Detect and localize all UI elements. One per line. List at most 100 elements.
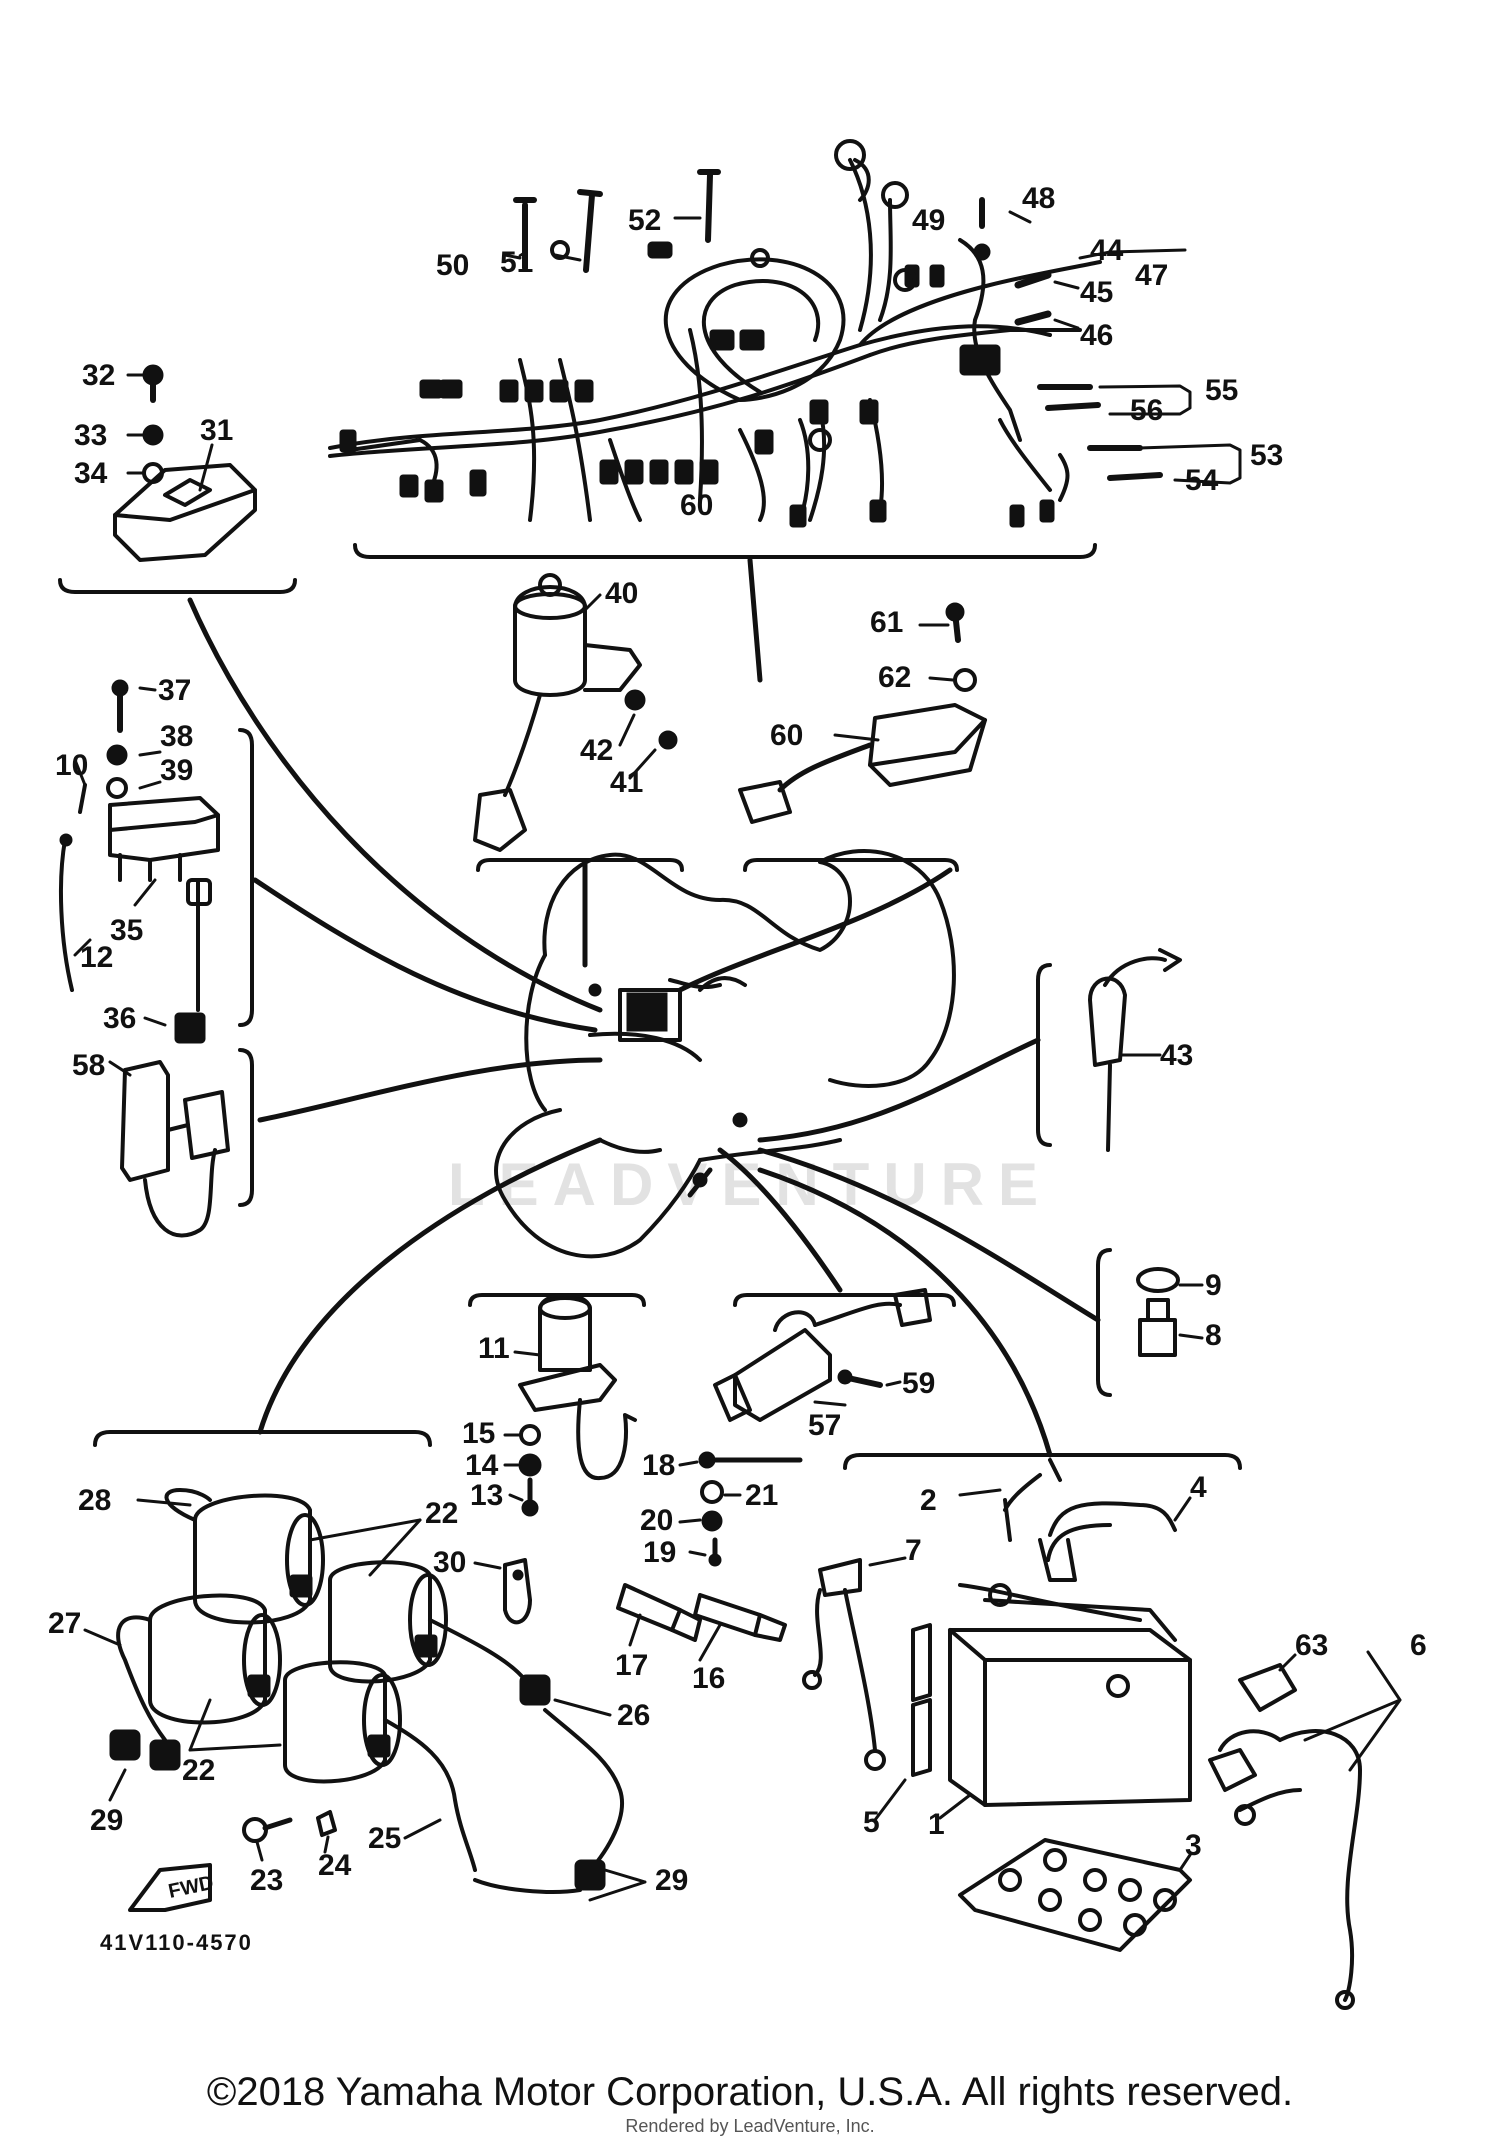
leader-wires <box>187 557 1101 1458</box>
callout-2: 2 <box>920 1484 937 1517</box>
callout-43: 43 <box>1160 1039 1193 1072</box>
callout-31: 31 <box>200 414 233 447</box>
callout-33: 33 <box>74 419 107 452</box>
wire-46 <box>1014 310 1052 326</box>
callout-47: 47 <box>1135 259 1168 292</box>
nut-49 <box>973 243 991 261</box>
part-58 <box>120 1060 230 1238</box>
part-43 <box>1088 948 1182 1152</box>
part-7 <box>802 1558 886 1771</box>
parts-31-34 <box>113 364 257 562</box>
callout-54: 54 <box>1185 464 1219 497</box>
callout-40: 40 <box>605 577 638 610</box>
coil-terminals <box>109 1574 606 1891</box>
callout-19: 19 <box>643 1536 676 1569</box>
callout-30: 30 <box>433 1546 466 1579</box>
callout-6: 6 <box>1410 1629 1427 1662</box>
callout-labels: 1 2 3 4 5 6 7 8 9 10 11 12 13 14 15 16 1… <box>48 182 1427 1897</box>
callout-44: 44 <box>1090 234 1124 267</box>
callout-37: 37 <box>158 674 191 707</box>
callout-5: 5 <box>863 1806 880 1839</box>
callout-15: 15 <box>462 1417 495 1450</box>
bolt-52 <box>697 169 721 243</box>
callout-53: 53 <box>1250 439 1283 472</box>
callout-51: 51 <box>500 246 533 279</box>
callout-60-a: 60 <box>770 719 803 752</box>
callout-20: 20 <box>640 1504 673 1537</box>
callout-26: 26 <box>617 1699 650 1732</box>
part-5 <box>911 1623 932 1777</box>
callout-28: 28 <box>78 1484 111 1517</box>
callout-50: 50 <box>436 249 469 282</box>
parts-40-42 <box>473 573 678 852</box>
bolt-50 <box>513 197 537 271</box>
rendered-by-notice: Rendered by LeadVenture, Inc. <box>625 2116 875 2136</box>
callout-36: 36 <box>103 1002 136 1035</box>
callout-13: 13 <box>470 1479 503 1512</box>
frame-outline <box>494 849 956 1259</box>
callout-38: 38 <box>160 720 193 753</box>
callout-1: 1 <box>928 1808 945 1841</box>
wires-53-54 <box>1087 445 1163 481</box>
callout-7: 7 <box>905 1534 922 1567</box>
callout-4: 4 <box>1190 1471 1207 1504</box>
callout-57: 57 <box>808 1409 841 1442</box>
callout-16: 16 <box>692 1662 725 1695</box>
callout-32: 32 <box>82 359 115 392</box>
copyright-notice: ©2018 Yamaha Motor Corporation, U.S.A. A… <box>206 2070 1294 2114</box>
callout-22-a: 22 <box>425 1497 458 1530</box>
callout-34: 34 <box>74 457 108 490</box>
callout-52: 52 <box>628 204 661 237</box>
callout-22-b: 22 <box>182 1754 215 1787</box>
parts-56-57 <box>713 1288 932 1422</box>
callout-11: 11 <box>478 1332 510 1365</box>
parts-8-9 <box>1136 1267 1180 1357</box>
callout-14: 14 <box>465 1449 499 1482</box>
callout-55: 55 <box>1205 374 1238 407</box>
callout-21: 21 <box>745 1479 778 1512</box>
callout-45: 45 <box>1080 276 1113 309</box>
callout-29-b: 29 <box>655 1864 688 1897</box>
callout-63: 63 <box>1295 1629 1328 1662</box>
parts-6-63 <box>1208 1663 1362 2010</box>
callout-62: 62 <box>878 661 911 694</box>
ignition-coils <box>116 1488 624 1894</box>
fwd-arrow-icon: FWD <box>128 1863 216 1912</box>
label-leaders <box>73 210 1402 1902</box>
parts-60-62 <box>738 602 987 824</box>
bolt-51 <box>577 189 603 273</box>
callout-17: 17 <box>615 1649 648 1682</box>
parts-16-17 <box>616 1583 787 1642</box>
harness-clamps <box>550 139 917 452</box>
watermark: LEADVENTURE <box>448 1151 1052 1218</box>
clip-51b <box>647 241 673 259</box>
callout-27: 27 <box>48 1607 81 1640</box>
callout-39: 39 <box>160 754 193 787</box>
callout-56: 56 <box>1130 394 1163 427</box>
callout-41: 41 <box>610 766 643 799</box>
parts-23-24 <box>242 1810 337 1843</box>
part-number: 41V110-4570 <box>100 1930 253 1955</box>
part-2 <box>1003 1458 1062 1542</box>
callout-58: 58 <box>72 1049 105 1082</box>
callout-42: 42 <box>580 734 613 767</box>
battery-tray-3 <box>958 1838 1192 1952</box>
harness-connectors <box>339 264 1055 528</box>
callout-25: 25 <box>368 1822 401 1855</box>
parts-35-39 <box>58 679 220 1044</box>
callout-46: 46 <box>1080 319 1113 352</box>
battery-lead-4 <box>1038 1501 1177 1582</box>
callout-24: 24 <box>318 1849 352 1882</box>
callout-3: 3 <box>1185 1829 1202 1862</box>
callout-10: 10 <box>55 749 88 782</box>
callout-59: 59 <box>902 1367 935 1400</box>
callout-48: 48 <box>1022 182 1055 215</box>
wire-45 <box>1014 271 1052 289</box>
callout-8: 8 <box>1205 1319 1222 1352</box>
callout-60-b: 60 <box>680 489 713 522</box>
callout-61: 61 <box>870 606 903 639</box>
battery <box>948 1583 1192 1807</box>
wires-55-56 <box>1037 384 1101 411</box>
callout-18: 18 <box>642 1449 675 1482</box>
